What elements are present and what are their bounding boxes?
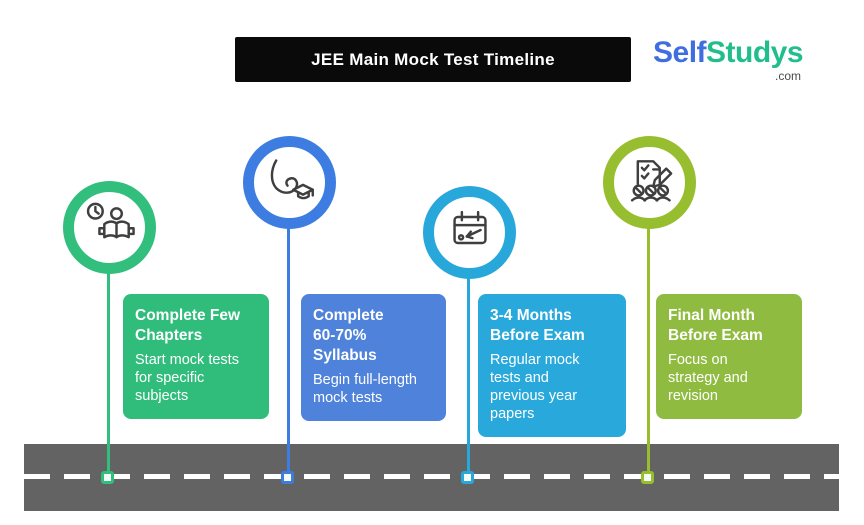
milestone-circle-3: [423, 186, 516, 279]
connector-line-1: [107, 268, 110, 478]
milestone-title-4: Final Month Before Exam: [668, 307, 763, 345]
connector-line-3: [467, 273, 470, 478]
logo-suffix: .com: [774, 69, 801, 83]
road-strip: [24, 444, 839, 511]
road-marker-dot-1: [101, 471, 114, 484]
road-marker-dot-2: [281, 471, 294, 484]
connector-line-4: [647, 223, 650, 478]
milestone-description-4: Focus on strategy and revision: [668, 352, 748, 404]
milestone-description-2: Begin full-length mock tests: [313, 372, 417, 407]
exam-checklist-icon: [624, 154, 676, 211]
milestone-card-3: 3-4 Months Before Exam Regular mock test…: [478, 294, 626, 437]
title-banner: JEE Main Mock Test Timeline: [235, 37, 631, 82]
reading-clock-icon: [84, 199, 136, 256]
connector-line-2: [287, 223, 290, 478]
road-marker-dot-3: [461, 471, 474, 484]
milestone-circle-4: [603, 136, 696, 229]
milestone-card-2: Complete 60-70% Syllabus Begin full-leng…: [301, 294, 446, 422]
milestone-title-2: Complete 60-70% Syllabus: [313, 307, 384, 365]
arm-graduation-cap-icon: [264, 154, 316, 211]
milestone-card-1: Complete Few Chapters Start mock tests f…: [123, 294, 269, 419]
logo-part-studys: Studys: [706, 36, 804, 69]
logo-part-self: Self: [653, 36, 707, 69]
milestone-title-1: Complete Few Chapters: [135, 307, 241, 345]
selfstudys-logo: SelfStudys .com: [653, 36, 805, 83]
page-title: JEE Main Mock Test Timeline: [311, 49, 555, 69]
calendar-deadline-icon: [444, 204, 496, 261]
milestone-card-4: Final Month Before Exam Focus on strateg…: [656, 294, 802, 419]
milestone-description-1: Start mock tests for specific subjects: [135, 352, 239, 404]
milestone-title-3: 3-4 Months Before Exam: [490, 307, 585, 345]
milestone-description-3: Regular mock tests and previous year pap…: [490, 352, 580, 422]
road-lane-dashes: [24, 474, 839, 479]
road-marker-dot-4: [641, 471, 654, 484]
milestone-circle-2: [243, 136, 336, 229]
milestone-circle-1: [63, 181, 156, 274]
